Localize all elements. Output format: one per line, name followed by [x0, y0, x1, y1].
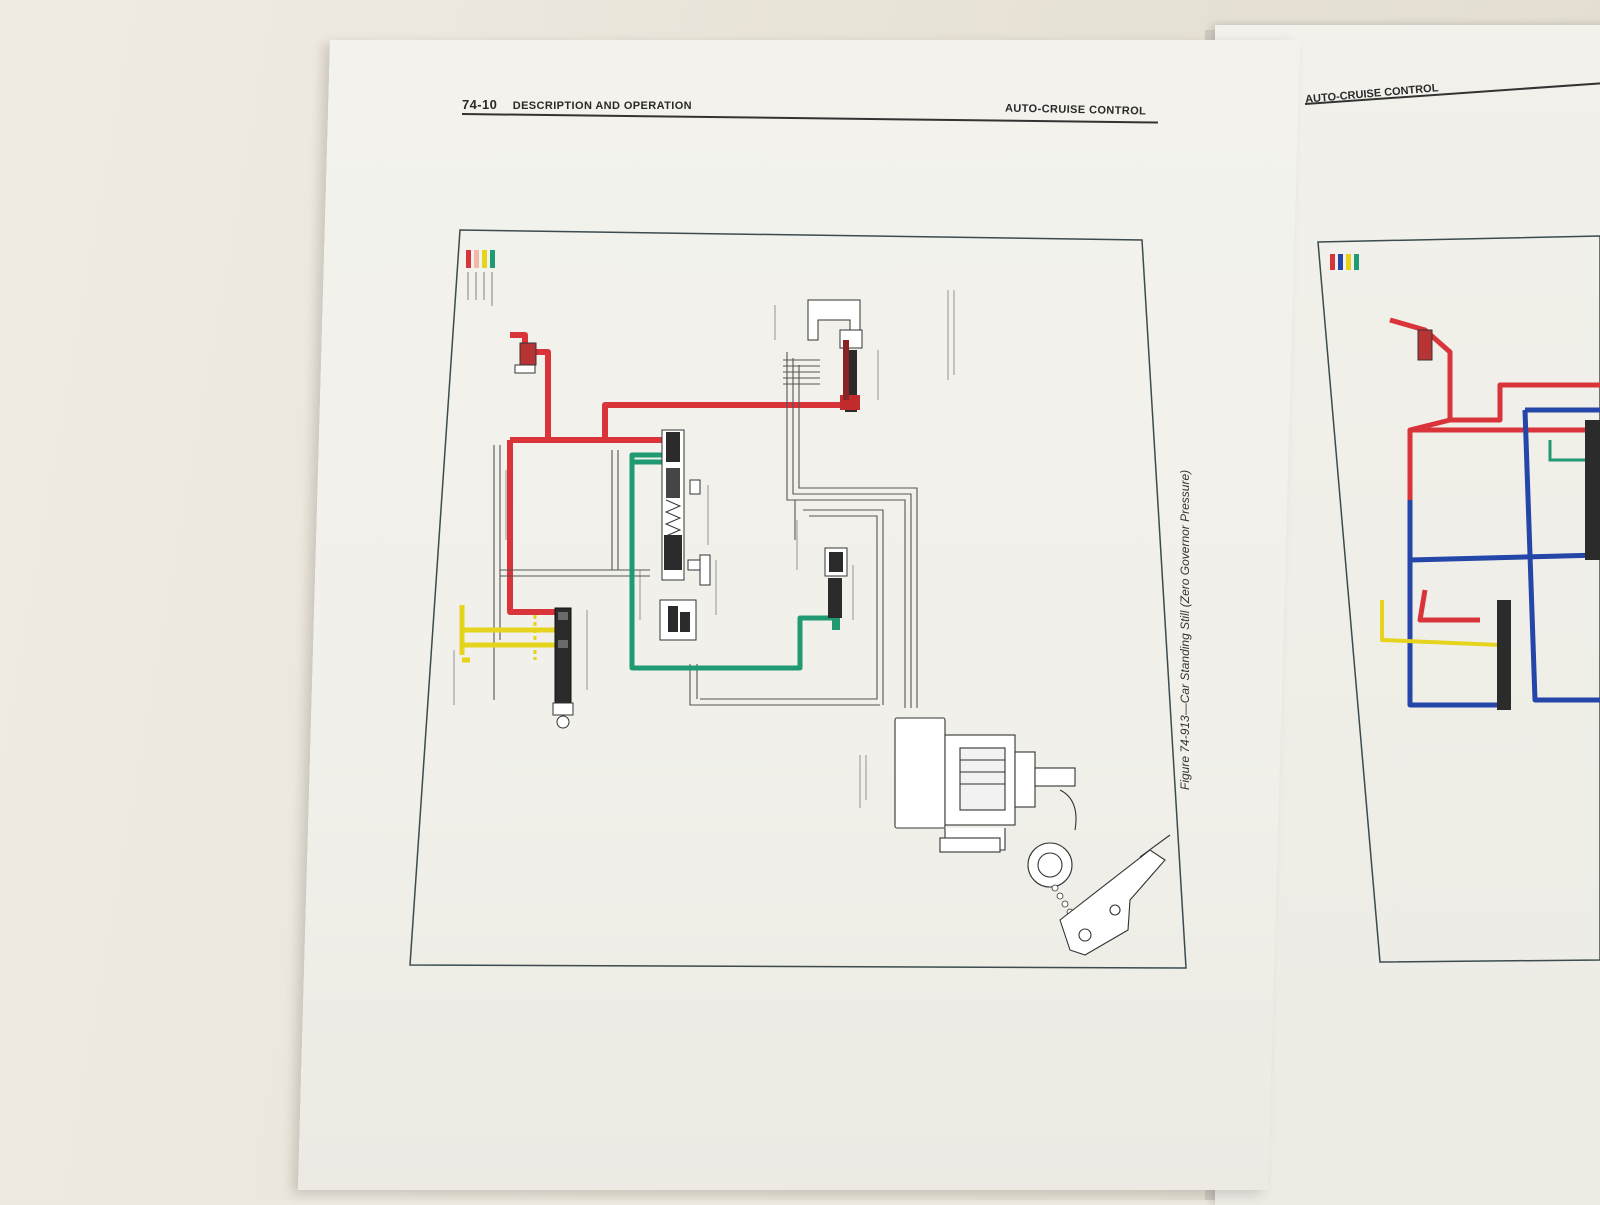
figure-frame [409, 229, 1187, 969]
facing-blue-lines [1407, 407, 1600, 708]
pressure-boost-valve [552, 607, 574, 729]
facing-green-lines [1548, 440, 1600, 462]
legend-swatch-pink [474, 250, 479, 268]
legend-swatch-green [490, 250, 495, 268]
legend-swatch-yellow [482, 250, 487, 268]
facing-yellow-lines [1380, 600, 1501, 647]
color-legend [466, 250, 495, 306]
cylinder-control-valve [661, 429, 711, 586]
facing-legend [1330, 254, 1359, 270]
green-lines [629, 452, 840, 671]
figure-caption-text: Figure 74-913—Car Standing Still (Zero G… [1178, 469, 1192, 790]
outline-pipes [493, 352, 918, 708]
facing-red-lines [1389, 317, 1600, 650]
facing-figure-frame [1317, 235, 1600, 963]
section-title: DESCRIPTION AND OPERATION [512, 100, 693, 112]
page-number: 74-10 [462, 97, 498, 112]
running-head-left: 74-10 DESCRIPTION AND OPERATION [462, 97, 692, 112]
yellow-lines [459, 605, 560, 663]
fine-print-labels [453, 290, 955, 808]
throttle-lever [1059, 834, 1171, 956]
actuator-valve [807, 299, 863, 412]
hydraulic-control-cylinder [894, 717, 1077, 888]
legend-swatch-red [466, 250, 471, 268]
check-valve-part [519, 342, 537, 366]
safety-valve [824, 547, 848, 630]
filter-assembly [659, 599, 697, 641]
